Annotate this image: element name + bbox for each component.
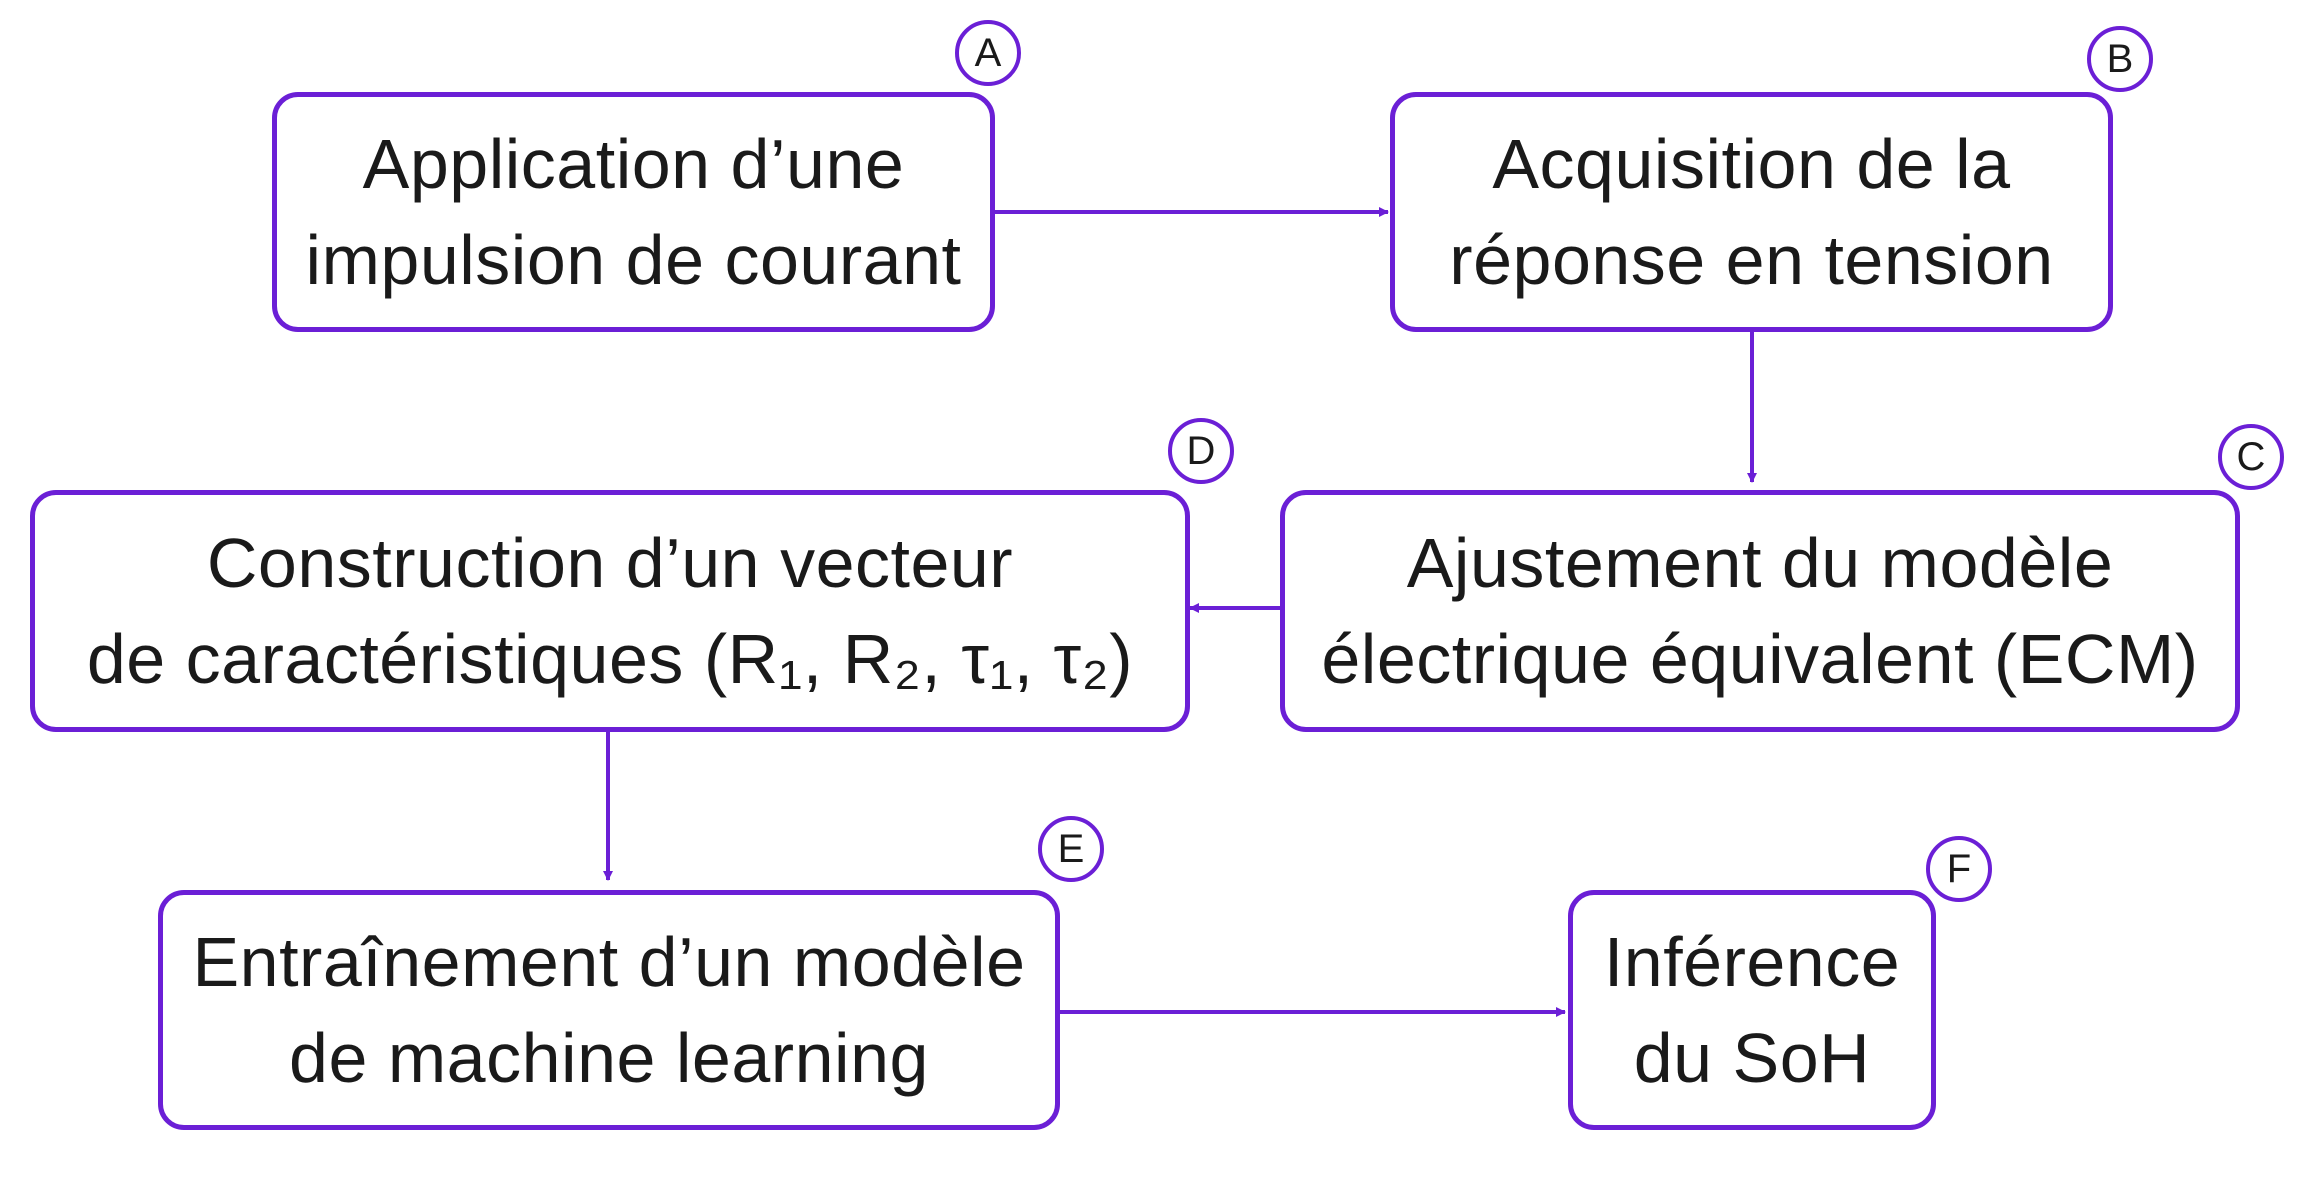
step-f-line2: du SoH: [1633, 1019, 1871, 1097]
step-e-line1: Entraînement d’un modèle: [192, 923, 1026, 1001]
step-e-badge: E: [1038, 816, 1104, 882]
step-b-badge: B: [2087, 26, 2153, 92]
step-a-line2: impulsion de courant: [305, 221, 962, 299]
step-d-box: Construction d’un vecteur de caractérist…: [30, 490, 1190, 732]
step-a-box: Application d’une impulsion de courant: [272, 92, 995, 332]
step-f-badge: F: [1926, 836, 1992, 902]
step-b-line2: réponse en tension: [1449, 221, 2054, 299]
step-e-line2: de machine learning: [289, 1019, 929, 1097]
step-a-line1: Application d’une: [362, 125, 905, 203]
step-d-line2: de caractéristiques (R₁, R₂, τ₁, τ₂): [86, 620, 1134, 698]
step-d-badge: D: [1168, 418, 1234, 484]
step-d-line1: Construction d’un vecteur: [206, 524, 1014, 602]
step-b-line1: Acquisition de la: [1492, 125, 2011, 203]
step-b-box: Acquisition de la réponse en tension: [1390, 92, 2113, 332]
step-e-box: Entraînement d’un modèle de machine lear…: [158, 890, 1060, 1130]
step-f-line1: Inférence: [1603, 923, 1901, 1001]
step-c-line1: Ajustement du modèle: [1406, 524, 2114, 602]
step-f-box: Inférence du SoH: [1568, 890, 1936, 1130]
step-c-badge: C: [2218, 424, 2284, 490]
step-c-box: Ajustement du modèle électrique équivale…: [1280, 490, 2240, 732]
step-c-line2: électrique équivalent (ECM): [1321, 620, 2199, 698]
step-a-badge: A: [955, 20, 1021, 86]
